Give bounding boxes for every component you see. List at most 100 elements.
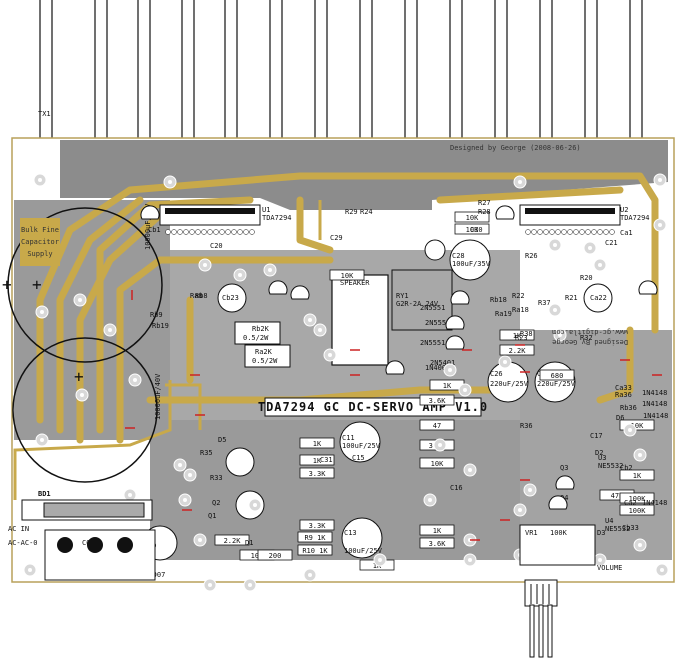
resistor: R10 1K [297,544,333,556]
ic-pin-pad [249,229,255,235]
pad-hole [40,438,44,442]
pad-hole [378,558,382,562]
resistor: 1K [299,437,335,449]
pad-hole [558,333,562,337]
resistor-value: 100K [629,507,647,515]
resistor-value: 10K [431,460,444,468]
component-ref: Cb33 [622,524,639,532]
volume-pot: VR1 100K VOLUME [519,524,622,658]
component-ref: Rb19 [152,322,169,330]
ic-pin-pad [225,229,231,235]
pad-hole [328,353,332,357]
transistor-body [385,360,405,375]
component-ref: R37 [538,299,551,307]
resistor-value: 1K [443,382,452,390]
electrolytic-c29 [424,239,446,261]
pad-hole [38,178,42,182]
c2-value: 10000uF/40V [144,203,152,250]
component-ref: Ra36 [615,391,632,399]
speaker-connector: SPEAKER [331,274,389,366]
c11-ref: C11 [342,434,355,442]
resistor: 680 [539,369,575,381]
transistor-body [548,495,568,510]
pad-hole [80,393,84,397]
pad-hole [553,308,557,312]
component-ref: D2 [595,449,603,457]
ic-label: NE5532 [598,462,623,470]
website-label: www.gc-digitla.com [552,328,628,336]
u2-part: TDA7294 [620,214,650,222]
electrolytic-c26: C26 220uF/25V [487,361,529,403]
component-ref: R20 [580,274,593,282]
pad-hole [78,298,82,302]
red-jumpers [125,290,662,541]
diode-part: 1N4148 [642,400,667,408]
ic-pin-pad [219,229,225,235]
resistor-value: 3.3K [309,470,327,478]
component-ref: Rb18 [490,296,507,304]
ic-pin-pad [609,229,615,235]
designer-credit-side: Designed By George [552,338,628,346]
resistor: 3.6K [419,394,455,406]
resistor-value: 47 [433,422,441,430]
ca22-ref: Ca22 [590,294,607,302]
ra2k-value: 0.5/2W [252,357,278,365]
component-ref: Q1 [208,512,216,520]
pad-hole [518,180,522,184]
capacitor-c1-large: + 10000uF/40V [12,337,162,483]
pad-hole [658,223,662,227]
ic-label: NE5532 [605,525,630,533]
pad-hole [463,388,467,392]
resistor-value: 3.6K [429,540,447,548]
ac-in-label: AC IN [8,525,29,533]
transistor-part: 2N5551 [420,304,445,312]
resistor-value: 3.3K [309,522,327,530]
pad-hole [128,493,132,497]
resistor: 200 [257,549,293,561]
pad-hole [248,583,252,587]
ic-pin-pad [549,229,555,235]
resistor: 10K [419,457,455,469]
side-box-line3: Supply [27,250,52,258]
pad-hole [598,263,602,267]
component-ref: D6 [616,414,624,422]
diode-part: 1N4148 [643,412,668,420]
pad-hole [598,558,602,562]
pad-hole [660,568,664,572]
transistor-body [268,280,288,295]
component-ref: Rb9 [150,311,163,319]
svg-text:+: + [32,275,42,294]
pad-hole [183,498,187,502]
component-ref: Cb2 [620,464,633,472]
ic-pin-pad [195,229,201,235]
resistor-value: R9 1K [304,534,326,542]
component-ref: Ra19 [495,310,512,318]
pad-hole [628,428,632,432]
component-ref: R32 [580,334,593,342]
transistor-part: 2N5401 [430,359,455,367]
side-box-line1: Bulk Fine [21,226,59,234]
resistor: 100K [619,492,655,504]
resistor: 100K [619,504,655,516]
diode-part: 1N4148 [642,499,667,507]
component-ref: Ca2 [624,499,637,507]
component-ref: R35 [200,449,213,457]
svg-text:+: + [74,367,84,386]
transistors [140,205,658,510]
component-ref: R22 [512,292,525,300]
resistor: R9 1K [297,531,333,543]
ic-pin-pad [237,229,243,235]
pad-hole [40,310,44,314]
pad-hole [203,263,207,267]
component-ref: C21 [605,239,618,247]
component-ref: Cb1 [148,226,161,234]
heatsink-fin [39,0,53,151]
electrolytic-c13: C13 100uF/25V [341,517,383,559]
component-ref: C17 [590,432,603,440]
pad-hole [108,328,112,332]
ic-pin-pad [561,229,567,235]
component-ref: R27 [478,199,491,207]
pad-hole [308,573,312,577]
ic-pin-pad [189,229,195,235]
